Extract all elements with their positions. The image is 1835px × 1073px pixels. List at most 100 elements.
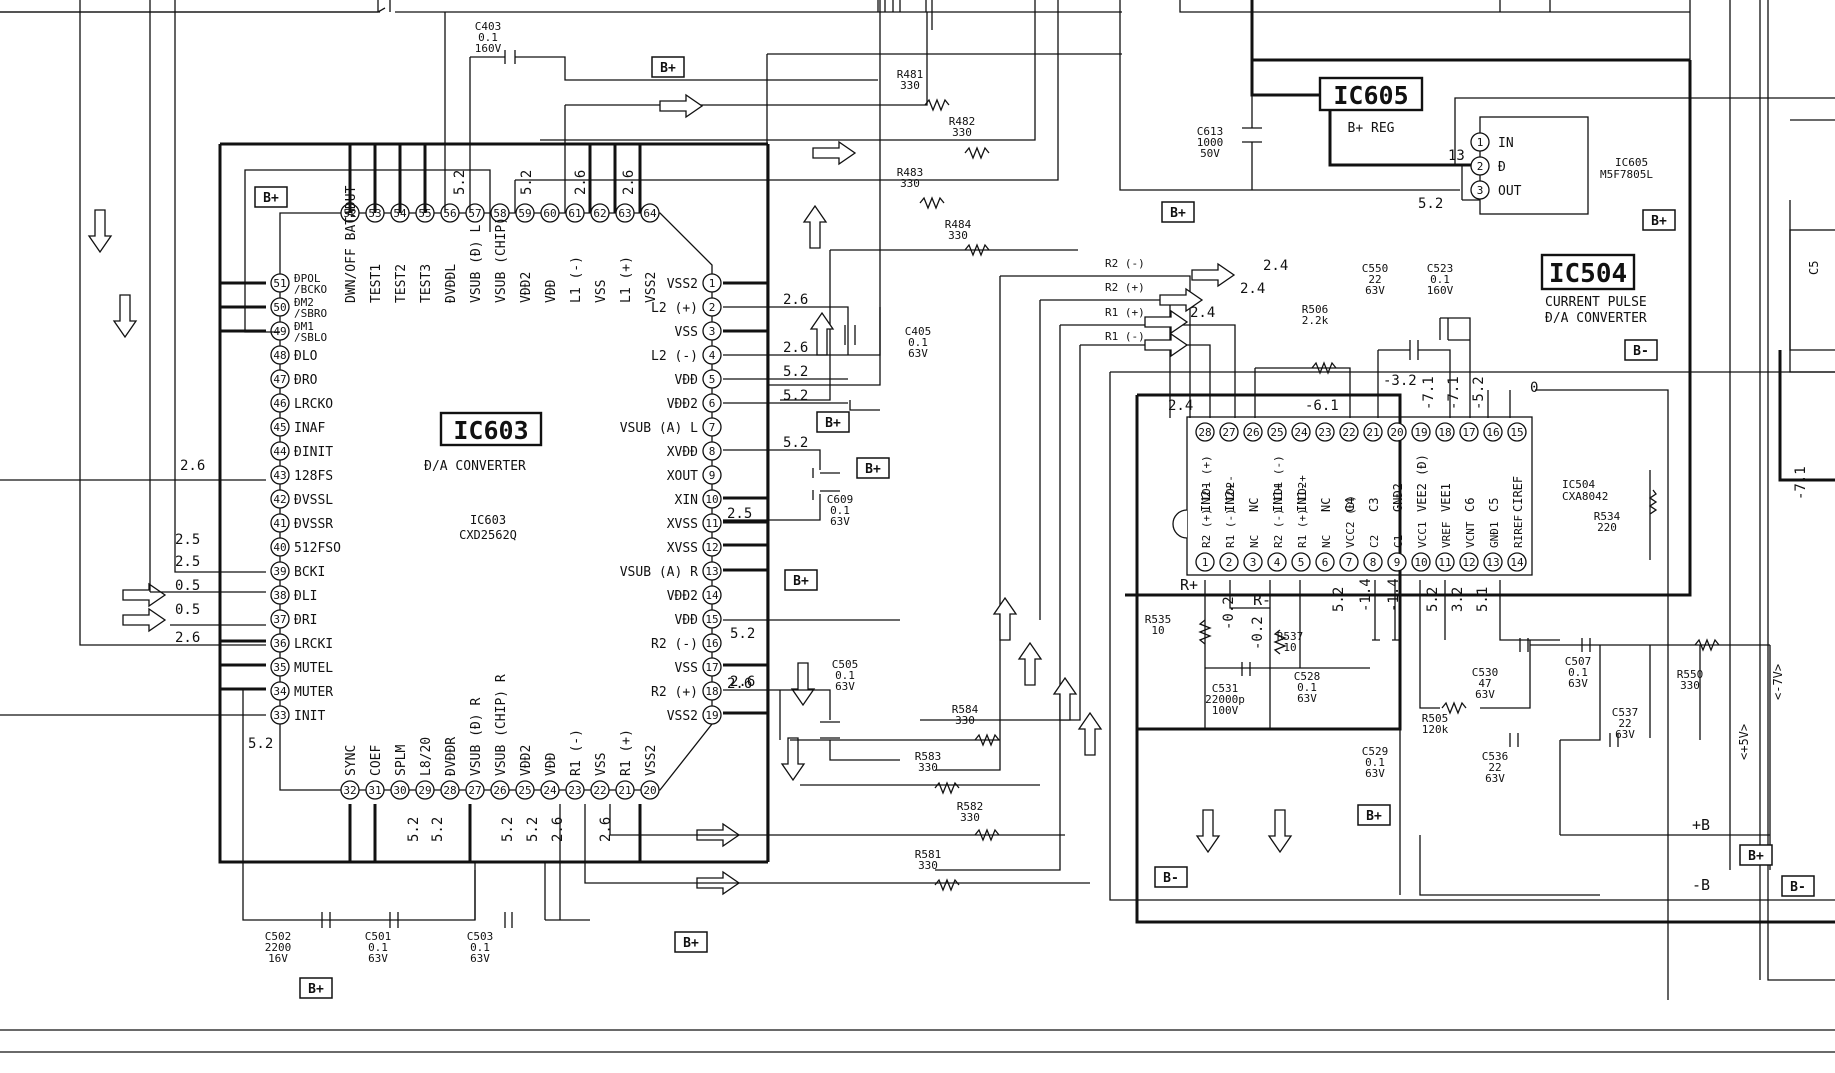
ic603-pin-label-47: ÐRO: [294, 373, 318, 388]
ic603-pin-label-6: VÐÐ2: [667, 397, 698, 412]
ic603-pin-9-number: 9: [709, 469, 716, 482]
ic603-pin-22-circle: [590, 780, 610, 800]
ic603-pin-label-3: VSS: [675, 325, 698, 340]
ic504-bottom-volt-1: -0.2: [1250, 616, 1266, 650]
c528-c529: [1299, 580, 1400, 668]
value-r582-0: 330: [960, 811, 980, 824]
ic504-pin-17-circle: [1459, 422, 1479, 442]
ic504-bottom-wires: [1204, 580, 1370, 730]
ic603-pin-41-circle: [270, 513, 290, 533]
ic603-pin-label-15: VÐÐ: [675, 613, 698, 628]
ic603-pin-13: 13: [702, 561, 722, 581]
ic603-bottom-drops: [348, 804, 642, 862]
ref-c405: C405: [905, 325, 932, 338]
ic603-pin-7: 7: [702, 417, 722, 437]
ic603-pin-19: 19: [702, 705, 722, 725]
ref-r581: R581: [915, 848, 942, 861]
r481-bus: [766, 0, 1122, 862]
ic603-pin-31-number: 31: [368, 784, 381, 797]
ic603-left-volt-6: 5.2: [248, 736, 273, 752]
ic504-pin-15-circle: [1507, 422, 1527, 442]
ic603: IC603 Ð/A CONVERTER IC603 CXD2562Q 52DWN…: [270, 185, 722, 800]
ref-c531: C531: [1212, 682, 1239, 695]
ic605-body: [1479, 116, 1589, 215]
value-c403-0: 0.1: [478, 31, 498, 44]
tag-bplus-1: B+: [254, 186, 288, 208]
r505-zigzag: [1441, 701, 1467, 715]
ic603-pin-2-circle: [702, 297, 722, 317]
ic603-pin-32: 32: [340, 780, 360, 800]
value-r482-0: 330: [952, 126, 972, 139]
ic504-pin-label-28: IN2-: [1199, 483, 1213, 512]
arrow-down-left-1: [88, 209, 112, 253]
ic603-pin-27: 27: [465, 780, 485, 800]
ic504-extra-volt: -3.2: [1383, 373, 1417, 389]
r583-zigzag: [934, 781, 960, 795]
ref-r505: R505: [1422, 712, 1449, 725]
ic603-pin-21-circle: [615, 780, 635, 800]
ic504-pin-10-number: 10: [1414, 556, 1427, 569]
tag-text-3: B+: [865, 462, 881, 477]
ic603-bottom-volt-5: 2.6: [598, 817, 614, 842]
ref-c609: C609: [827, 493, 854, 506]
ic504-pin-12-circle: [1459, 552, 1479, 572]
ic603-pin-25: 25: [515, 780, 535, 800]
ic603-pin-36: 36: [270, 633, 290, 653]
ic504-pin-1-number: 1: [1202, 556, 1209, 569]
ic504-pin-18-circle: [1435, 422, 1455, 442]
tag-box-12: [1154, 866, 1188, 888]
r483-line: [514, 0, 1059, 213]
ic603-pin-label-31: COEF: [369, 745, 384, 776]
value-c528-1: 63V: [1297, 692, 1317, 705]
ic504-pin-14: 14: [1507, 552, 1527, 572]
ic504-pin-5-circle: [1291, 552, 1311, 572]
tag-bplus-8: B+: [1642, 209, 1676, 231]
ic603-pin-16: 16: [702, 633, 722, 653]
ic603-right-volt-0: 2.6: [783, 292, 808, 308]
ic603-pin-63-number: 63: [618, 207, 631, 220]
ic603-pin-label-59: VÐÐ2: [519, 272, 534, 303]
ic603-pin-label-11: XVSS: [667, 517, 698, 532]
value-r484-0: 330: [948, 229, 968, 242]
ref-r481: R481: [897, 68, 924, 81]
tag-bplus-0: B+: [651, 56, 685, 78]
ic603-pin-label-45: INAF: [294, 421, 325, 436]
ic504-pin-15-number: 15: [1510, 426, 1523, 439]
tag-bplus-5: B+: [674, 931, 708, 953]
ic603-pin-46-number: 46: [273, 397, 286, 410]
ref-c550: C550: [1362, 262, 1389, 275]
tag-text-0: B+: [660, 61, 676, 76]
ic603-pin-label-10: XIN: [675, 493, 698, 508]
tag-text-2: B+: [825, 416, 841, 431]
r482-zigzag: [964, 146, 990, 160]
value-c537-1: 63V: [1615, 728, 1635, 741]
ic504-pin-label-7: VCC2 (Ð): [1344, 495, 1357, 548]
value-c501-1: 63V: [368, 952, 388, 965]
ic603-pin-4: 4: [702, 345, 722, 365]
ic603-pin-5-circle: [702, 369, 722, 389]
top-wiring: [0, 0, 1122, 862]
tag-box-9: [1357, 804, 1391, 826]
ic603-pin-40-circle: [270, 537, 290, 557]
ic504-pin-1-circle: [1195, 552, 1215, 572]
ic603-pin-9: 9: [702, 465, 722, 485]
r482-line: [540, 0, 1036, 141]
tag-box-6: [299, 977, 333, 999]
ic603-pin-26-circle: [490, 780, 510, 800]
ic504-pin-7: 7: [1339, 552, 1359, 572]
ic603-pin-14-number: 14: [705, 589, 719, 602]
ic603-pin-54-number: 54: [393, 207, 407, 220]
ic603-top-volt-0: 5.2: [452, 170, 468, 195]
ic603-pin-64: 64: [640, 203, 660, 223]
ic603-part-no: CXD2562Q: [459, 528, 517, 542]
ic504-pin-19: 19: [1411, 422, 1431, 442]
ic603-pin-26: 26: [490, 780, 510, 800]
